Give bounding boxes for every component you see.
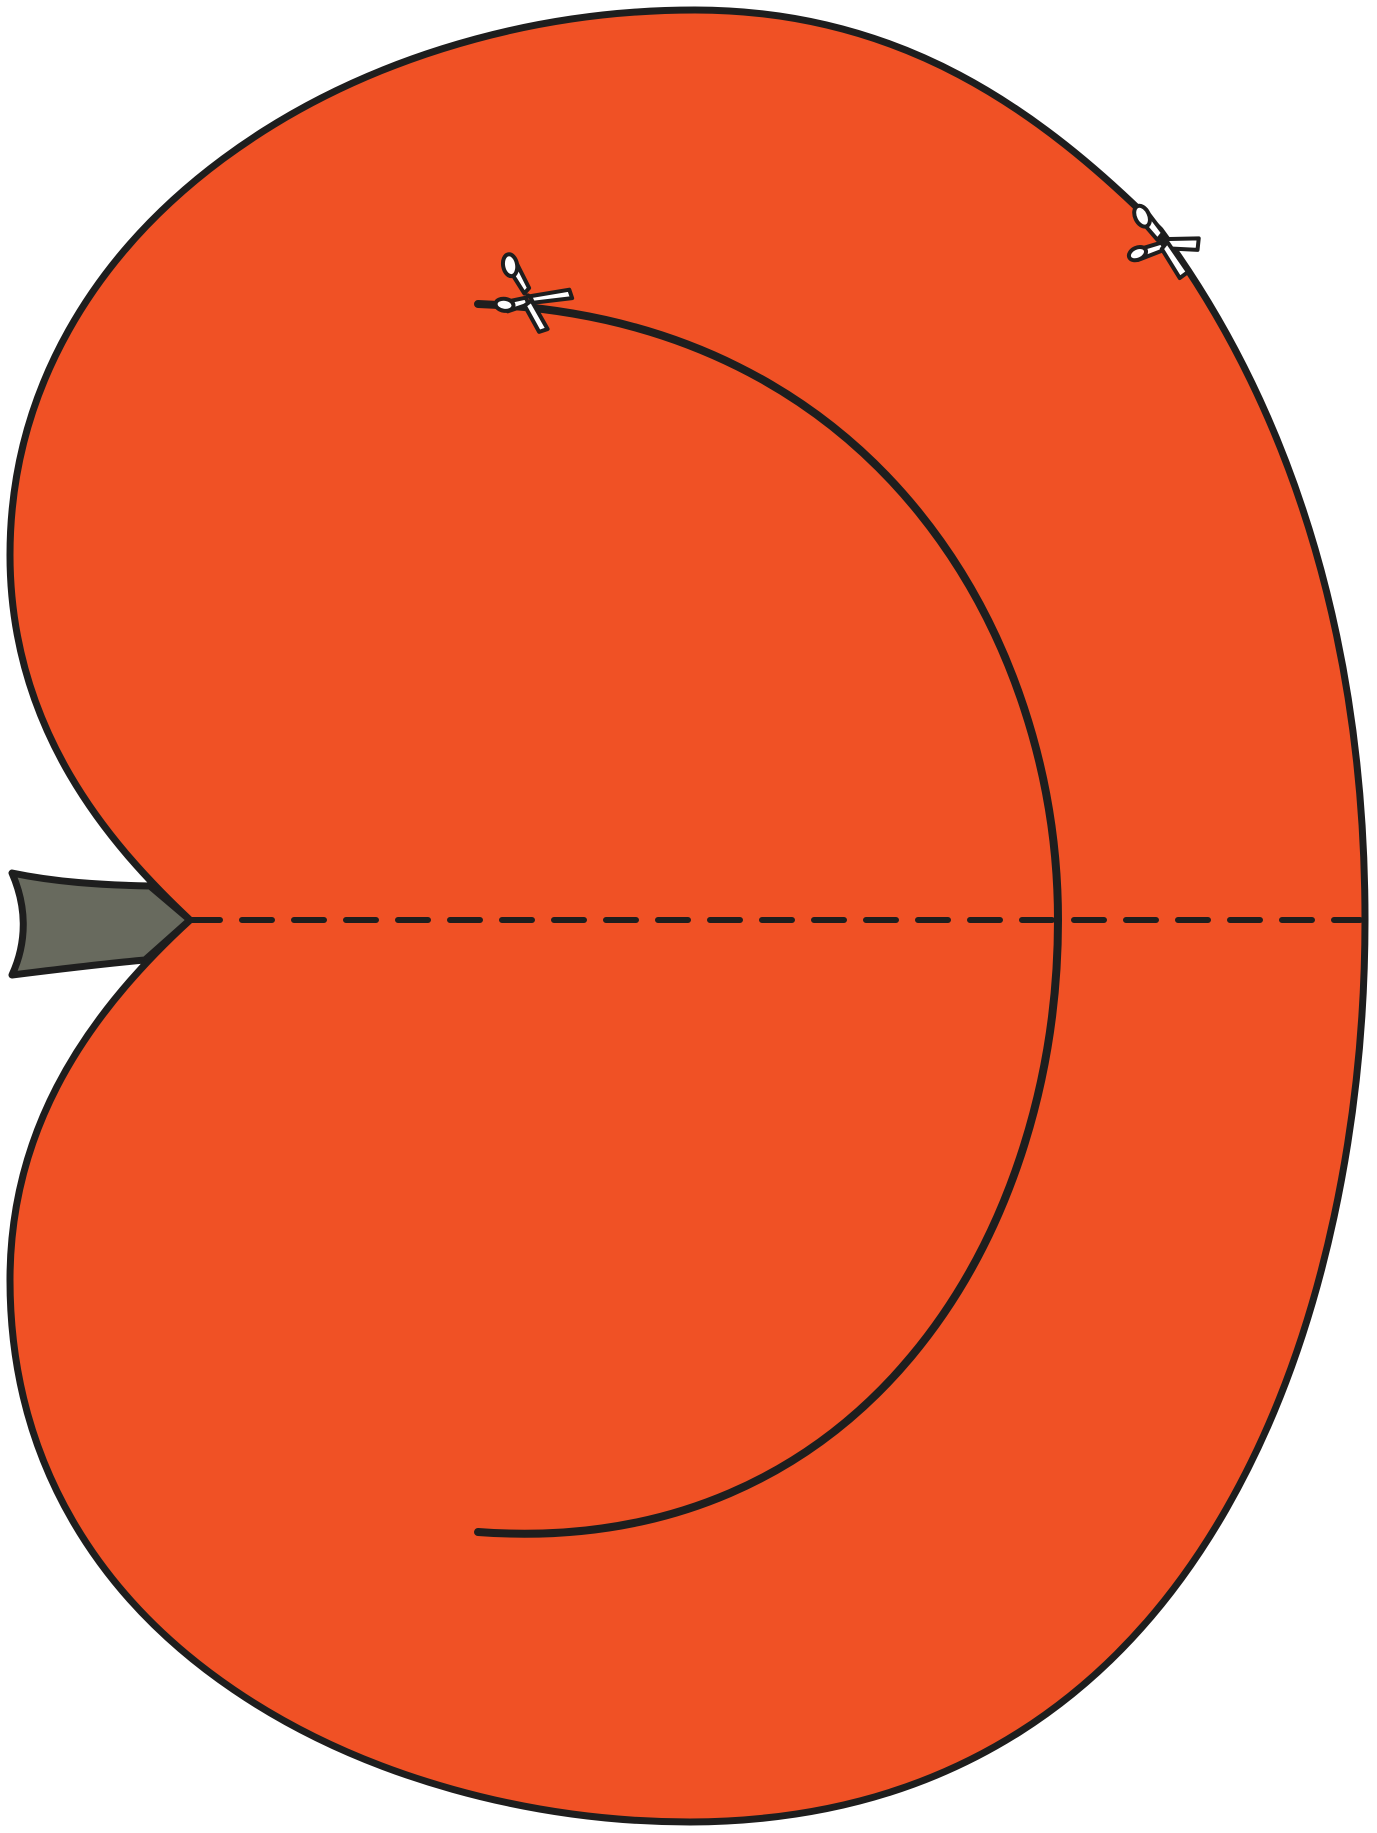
pumpkin-body	[10, 10, 1365, 1822]
